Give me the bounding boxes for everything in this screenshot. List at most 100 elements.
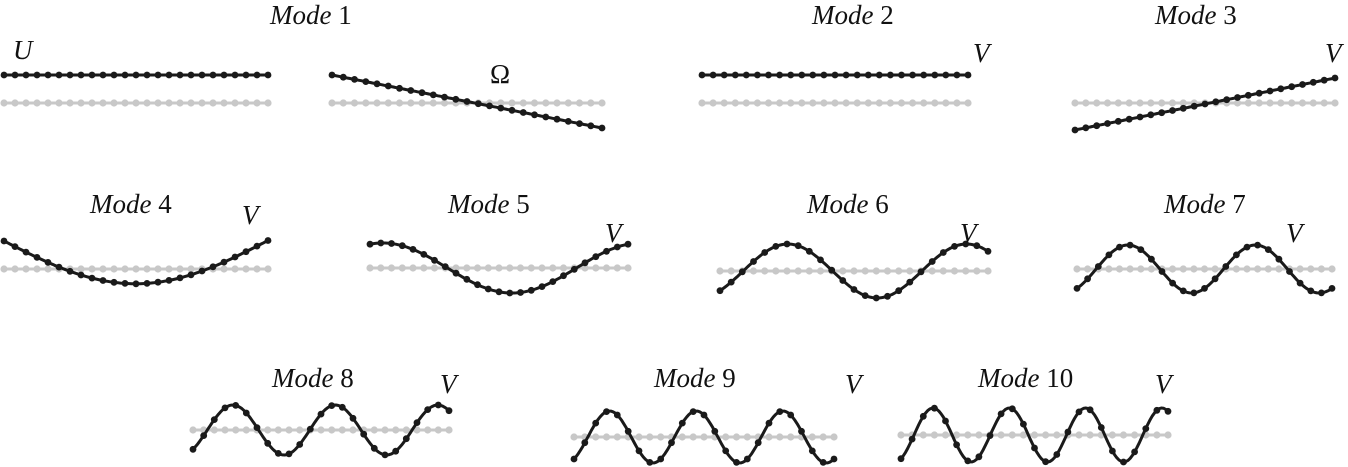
mode-8-deformed-chain-bead — [253, 424, 261, 431]
mode-7-deformed-chain-bead — [1179, 287, 1187, 295]
mode-5-deformed-chain-bead — [570, 265, 578, 273]
mode-1u-reference-chain-bead — [55, 99, 63, 107]
mode-9-deformed-chain-bead — [711, 427, 719, 435]
mode-9-deformed-chain-bead — [808, 447, 816, 455]
mode-7-reference-chain-bead — [1328, 265, 1336, 273]
mode-10-deformed-chain-bead — [997, 410, 1005, 418]
mode-7-deformed-chain-bead — [1275, 255, 1283, 263]
mode-7-deformed-chain-bead — [1254, 241, 1261, 249]
mode-4-reference-chain-bead — [187, 265, 195, 273]
mode-8-deformed-chain-bead — [200, 432, 208, 439]
mode-1u-deformed-chain-bead — [11, 71, 19, 79]
mode-4-reference-chain-bead — [99, 265, 107, 273]
mode-1u-deformed-chain-bead — [0, 71, 8, 79]
mode-3-reference-chain-bead — [1288, 99, 1296, 107]
mode-1omega-reference-chain-bead — [339, 99, 347, 107]
mode-9-deformed-chain-bead — [581, 439, 589, 447]
mode-2-deformed-chain-bead — [754, 71, 761, 79]
mode-2-reference-chain-bead — [875, 99, 883, 107]
mode-8-reference-chain-bead — [242, 426, 250, 434]
mode-4-reference-chain-bead — [88, 265, 96, 273]
mode-1u-reference-chain-bead — [121, 99, 129, 107]
mode-8-deformed-chain-bead — [189, 445, 197, 453]
mode-2-deformed-chain — [698, 71, 972, 79]
mode-4-reference-chain-bead — [132, 265, 140, 273]
mode-2-deformed-chain-bead — [909, 71, 916, 79]
mode-7-reference-chain-bead — [1073, 265, 1081, 273]
mode-9-reference-chain-bead — [689, 433, 697, 441]
mode-6-deformed-chain-bead — [895, 287, 903, 295]
mode-10-title: Mode 10 — [977, 363, 1073, 393]
mode-9-reference-chain-bead — [743, 433, 751, 441]
mode-1u-reference-chain-bead — [11, 99, 19, 107]
mode-2-reference-chain-bead — [809, 99, 817, 107]
mode-1omega-deformed-chain-bead — [328, 71, 336, 79]
mode-2-reference-chain-bead — [953, 99, 961, 107]
mode-3-reference-chain-bead — [1093, 99, 1101, 107]
mode-3-reference-chain-bead — [1136, 99, 1144, 107]
mode-8-reference-chain-bead — [274, 426, 282, 434]
mode-10-reference-chain-bead — [1164, 431, 1172, 439]
mode-7-deformed-chain-bead — [1243, 243, 1251, 251]
mode-3-deformed-chain-bead — [1114, 117, 1122, 125]
mode-7-deformed-chain-bead — [1084, 275, 1091, 283]
mode-5-reference-chain-bead — [463, 264, 471, 272]
v-symbol-mode-7: V — [1286, 218, 1306, 248]
mode-6-reference-chain-bead — [928, 267, 936, 275]
mode-8-deformed-chain-bead — [242, 409, 250, 417]
mode-4-reference-chain-bead — [44, 265, 52, 273]
mode-1omega-reference-chain-bead — [373, 99, 381, 107]
mode-4-deformed-chain-bead — [55, 263, 63, 271]
mode-5-deformed-chain-bead — [613, 243, 621, 251]
mode-3-deformed-chain-bead — [1147, 111, 1155, 119]
mode-10-deformed-chain-bead — [908, 435, 916, 443]
mode-4-deformed-chain-bead — [44, 259, 52, 266]
mode-4-reference-chain-bead — [0, 265, 8, 273]
mode-3-reference-chain-bead — [1277, 99, 1285, 107]
mode-9-deformed-chain-bead — [592, 419, 600, 427]
mode-1u-reference-chain-bead — [143, 99, 151, 107]
mode-9-reference-chain-bead — [592, 433, 600, 441]
mode-8-reference-chain-bead — [370, 426, 378, 434]
mode-8-reference-chain-bead — [317, 426, 325, 434]
mode-1u-deformed-chain-bead — [242, 71, 250, 79]
mode-6-reference-chain-bead — [950, 267, 959, 275]
mode-2-reference-chain-bead — [731, 99, 739, 107]
mode-1omega-deformed-chain-bead — [587, 122, 595, 130]
mode-3-reference-chain-bead — [1266, 99, 1274, 107]
v-symbol-mode-4: V — [242, 200, 262, 230]
mode-10-deformed-chain-bead — [964, 457, 972, 465]
mode-2-reference-chain-bead — [776, 99, 784, 107]
mode-3-deformed-chain-bead — [1299, 81, 1306, 88]
mode-4-deformed-chain-bead — [231, 253, 239, 261]
mode-4-reference-chain-bead — [165, 265, 173, 273]
mode-6-deformed-chain-bead — [828, 266, 836, 274]
mode-10-deformed-chain-bead — [1109, 447, 1116, 455]
mode-1omega-reference-chain-bead — [542, 99, 550, 107]
mode-7-reference-chain-bead — [1211, 265, 1219, 273]
mode-7-reference-chain-bead — [1317, 265, 1325, 273]
mode-6-deformed-chain-bead — [850, 286, 858, 293]
mode-4-deformed-chain-bead — [198, 267, 206, 275]
mode-4-deformed-chain-bead — [33, 254, 41, 261]
mode-4-deformed-chain-bead — [264, 237, 272, 244]
mode-1u-deformed-chain-bead — [110, 71, 118, 79]
mode-9-reference-chain-bead — [787, 433, 795, 441]
mode-3-deformed-chain-bead — [1288, 83, 1296, 91]
mode-6-reference-chain-bead — [883, 267, 892, 275]
mode-4-reference-chain-bead — [231, 265, 239, 273]
mode-10-reference-chain-bead — [1153, 431, 1161, 439]
mode-5-deformed-chain-bead — [474, 281, 481, 289]
mode-1omega-deformed-chain-bead — [429, 91, 437, 99]
mode-5-reference-chain-bead — [559, 264, 568, 272]
mode-3-reference-chain-bead — [1331, 99, 1339, 107]
mode-10-deformed-chain-bead — [986, 432, 994, 439]
mode-9-deformed-chain-bead — [603, 408, 610, 415]
mode-7-reference-chain-bead — [1254, 265, 1262, 273]
mode-3-reference-chain-bead — [1179, 99, 1187, 107]
mode-7-deformed-chain-bead — [1201, 285, 1208, 292]
mode-8-deformed-chain — [189, 401, 453, 459]
mode-5-deformed-chain-bead — [538, 283, 546, 290]
mode-8-deformed-chain-bead — [402, 435, 410, 443]
mode-1omega-deformed-chain-bead — [418, 89, 426, 97]
